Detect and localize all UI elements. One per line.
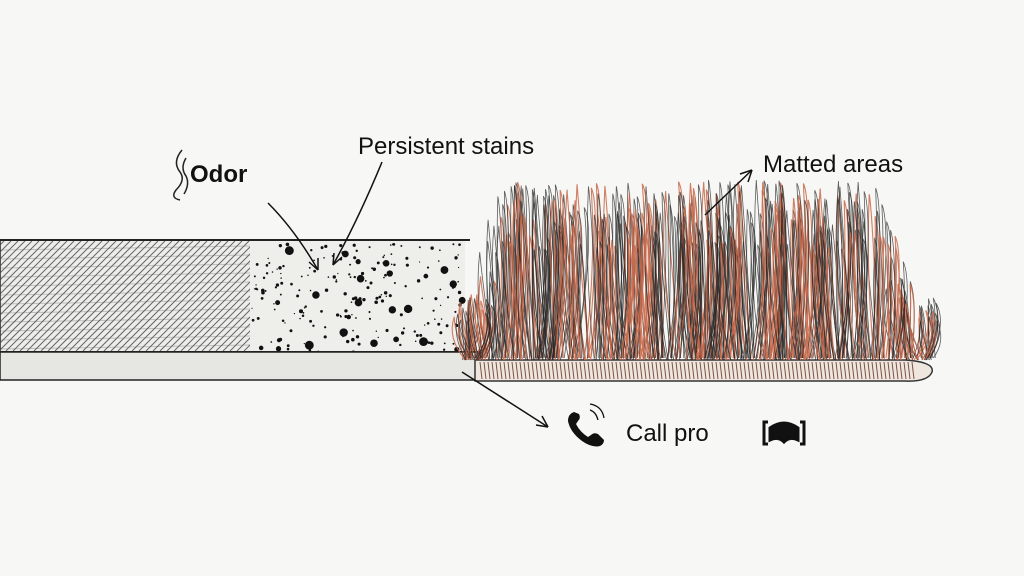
phone-icon: [568, 403, 605, 447]
odor-arrow: [267, 202, 319, 271]
carpet-backing: [0, 351, 933, 382]
call-pro-label: Call pro: [626, 420, 709, 447]
matted-areas-label: Matted areas: [763, 151, 904, 178]
odor-icon: [173, 149, 189, 201]
persistent-stains-label: Persistent stains: [358, 133, 535, 160]
matted-arrow: [704, 169, 753, 216]
stains-arrow: [332, 161, 383, 266]
stained-carpet-section: [250, 241, 466, 377]
matted-carpet-section: [451, 179, 942, 361]
vacuum-icon: [762, 420, 806, 446]
odor-label: Odor: [190, 161, 248, 188]
call-arrow: [461, 371, 549, 428]
flat-carpet-section: [0, 239, 480, 356]
